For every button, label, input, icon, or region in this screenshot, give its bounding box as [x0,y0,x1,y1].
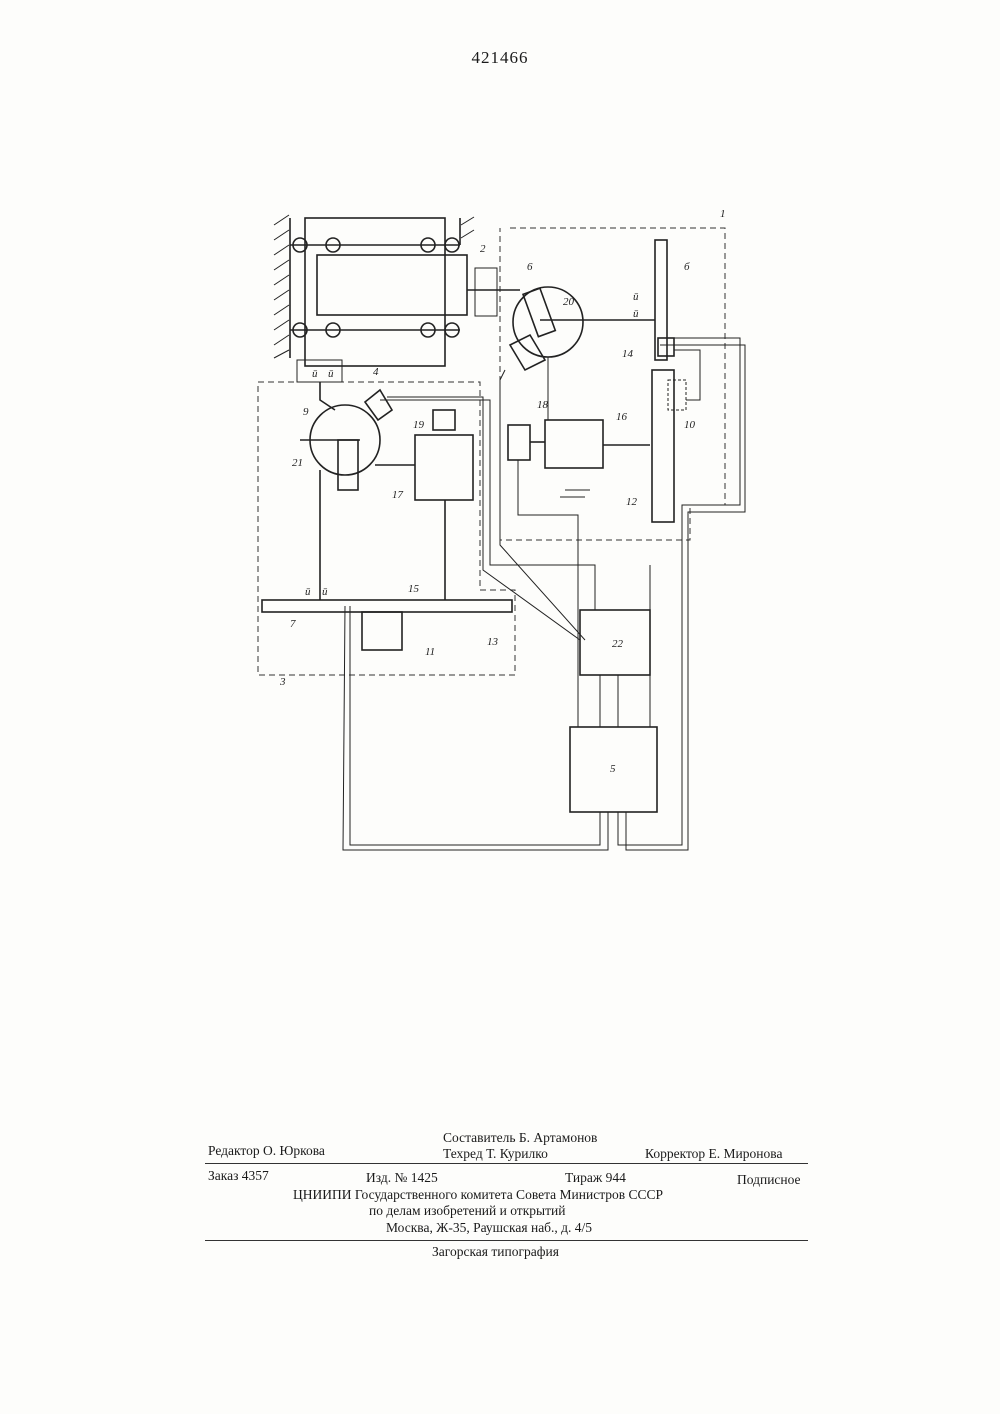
label-2: 2 [480,243,486,255]
carriage-2 [290,218,467,366]
label-19: 19 [413,419,425,431]
org-line-2: по делам изобретений и открытий [369,1203,565,1219]
shaft-9 [320,382,335,410]
svg-text:ū: ū [633,308,639,320]
label-6b: б [684,261,690,273]
unit-1-boundary [500,228,725,540]
label-1: 1 [720,208,726,220]
svg-text:ū: ū [328,368,334,380]
slide-12 [652,370,674,522]
block-19 [433,410,455,430]
svg-text:ū: ū [633,291,639,303]
bearing-right [475,268,497,316]
bearing-block [297,360,342,382]
label-22: 22 [612,638,624,650]
label-7: 7 [290,618,296,630]
sensor-11 [362,612,402,650]
label-12: 12 [626,496,638,508]
address: Москва, Ж-35, Раушская наб., д. 4/5 [386,1220,592,1236]
unit-3-boundary [258,382,515,675]
order: Заказ 4357 [208,1168,269,1184]
rule-top [205,1163,808,1164]
label-17: 17 [392,489,404,501]
label-18: 18 [537,399,549,411]
rule-bottom [205,1240,808,1241]
label-15: 15 [408,583,420,595]
label-16: 16 [616,411,628,423]
svg-text:ū: ū [305,586,311,598]
label-13: 13 [487,636,499,648]
printer: Загорская типография [432,1244,559,1260]
label-14: 14 [622,348,634,360]
svg-text:ū: ū [322,586,328,598]
edition: Изд. № 1425 [366,1170,438,1186]
label-4: 4 [373,366,379,378]
label-11: 11 [425,646,435,658]
svg-text:ū: ū [312,368,318,380]
label-3: 3 [279,676,286,688]
block-18 [508,425,530,460]
composer: Составитель Б. Артамонов [443,1130,597,1146]
sensor-14 [658,338,674,356]
subscription: Подписное [737,1172,801,1188]
gear-17 [415,435,473,500]
motor-20 [510,335,545,370]
bar-7-13 [262,600,512,612]
label-9: 9 [303,406,309,418]
corrector: Корректор Е. Миронова [645,1146,782,1162]
editor: Редактор О. Юркова [208,1143,325,1159]
label-20: 20 [563,296,575,308]
label-6a: 6 [527,261,533,273]
sensor-10 [668,380,686,410]
connection-lines [343,338,745,850]
label-10: 10 [684,419,696,431]
circulation: Тираж 944 [565,1170,626,1186]
tech-editor: Техред Т. Курилко [443,1146,548,1162]
schematic-diagram: ūū ūū ūū [0,0,1000,900]
gear-16 [545,420,603,468]
label-5: 5 [610,763,616,775]
bar-6 [655,240,667,360]
org-line-1: ЦНИИПИ Государственного комитета Совета … [293,1187,663,1203]
label-21: 21 [292,457,303,469]
